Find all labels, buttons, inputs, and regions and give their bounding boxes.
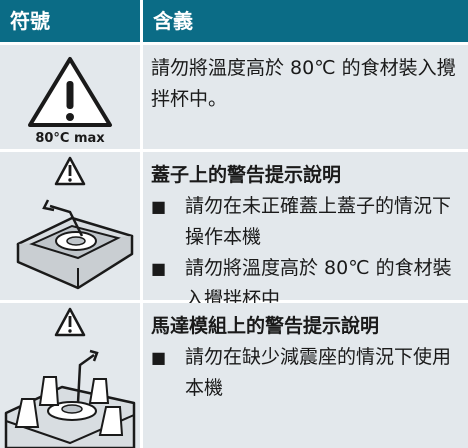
row2-content: 蓋子上的警告提示說明 ■ 請勿在未正確蓋上蓋子的情況下操作本機 ■ 請勿將溫度高…: [143, 152, 468, 315]
row1-text: 請勿將溫度高於 80℃ 的食材裝入攪拌杯中。: [151, 57, 456, 110]
bullet-square-icon: ■: [151, 259, 167, 278]
motor-warning-bullet-1: ■ 請勿在缺少減震座的情況下使用本機: [151, 342, 460, 404]
row2-meaning-cell: 蓋子上的警告提示說明 ■ 請勿在未正確蓋上蓋子的情況下操作本機 ■ 請勿將溫度高…: [143, 152, 468, 310]
bullet-square-icon: ■: [151, 348, 167, 367]
header-symbol: 符號: [0, 0, 140, 42]
row3-symbol-cell: [0, 303, 140, 448]
lid-warning-icon: [16, 156, 134, 290]
motor-warning-title: 馬達模組上的警告提示說明: [151, 315, 380, 337]
row2-symbol-cell: [0, 152, 140, 300]
temperature-limit-label: 80°C max: [35, 131, 105, 146]
row1-meaning-cell: 請勿將溫度高於 80℃ 的食材裝入攪拌杯中。: [143, 45, 468, 149]
warning-80c-icon: 80°C max: [28, 57, 112, 146]
bullet-square-icon: ■: [151, 197, 167, 216]
row3-meaning-cell: 馬達模組上的警告提示說明 ■ 請勿在缺少減震座的情況下使用本機: [143, 303, 468, 448]
bullet-text: 請勿在缺少減震座的情況下使用本機: [185, 346, 452, 399]
lid-warning-bullet-1: ■ 請勿在未正確蓋上蓋子的情況下操作本機: [151, 191, 460, 253]
row1-symbol-cell: 80°C max: [0, 45, 140, 149]
motor-base-warning-icon: [4, 307, 136, 448]
bullet-text: 請勿在未正確蓋上蓋子的情況下操作本機: [185, 195, 452, 248]
row3-content: 馬達模組上的警告提示說明 ■ 請勿在缺少減震座的情況下使用本機: [143, 303, 468, 404]
header-meaning: 含義: [143, 0, 468, 42]
lid-warning-title: 蓋子上的警告提示說明: [151, 164, 342, 186]
